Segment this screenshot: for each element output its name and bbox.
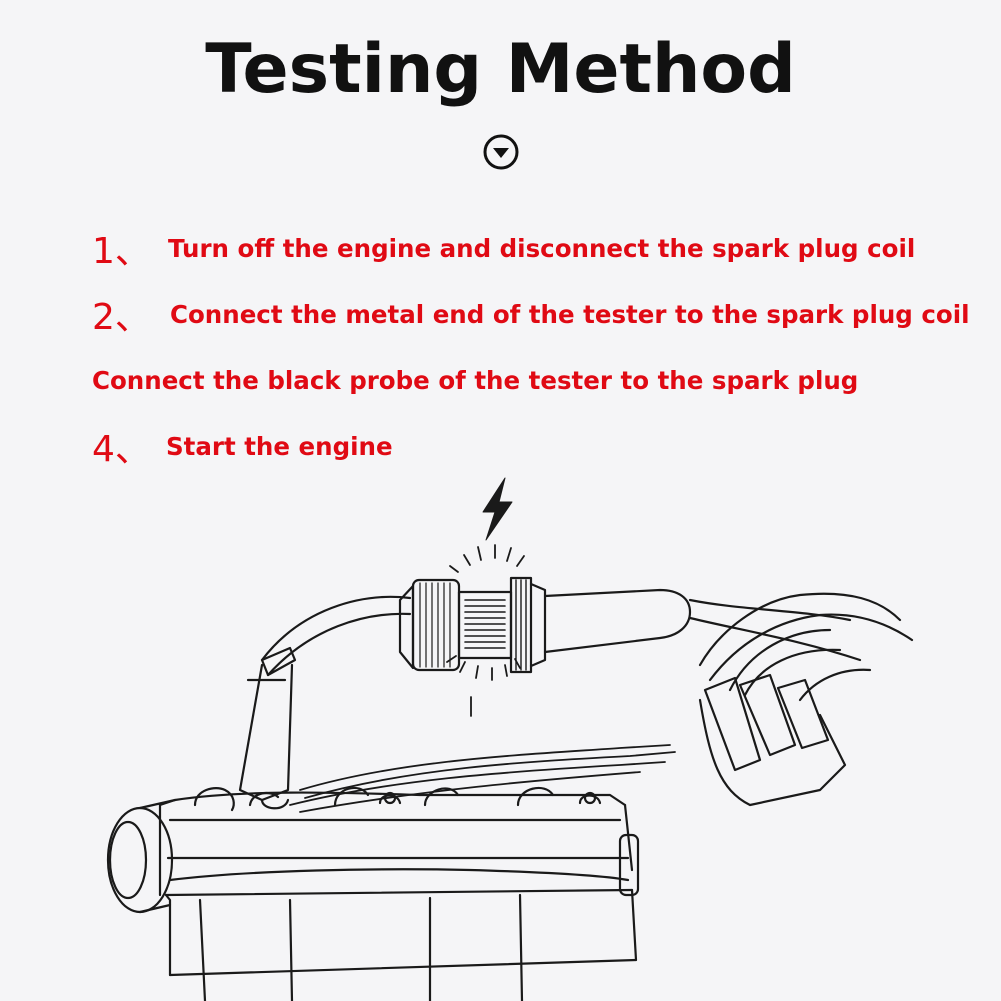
step-3-text: Connect the black probe of the tester to… bbox=[92, 365, 859, 395]
step-1-text: Turn off the engine and disconnect the s… bbox=[168, 233, 916, 263]
engine-wires bbox=[289, 744, 676, 813]
lightning-bolt-icon bbox=[482, 477, 513, 541]
engine-block bbox=[106, 786, 640, 1001]
step-4-text: Start the engine bbox=[166, 431, 393, 461]
step-1: 1、 Turn off the engine and disconnect th… bbox=[92, 228, 916, 272]
chevron-down-circle-icon bbox=[483, 134, 519, 170]
step-1-number: 1、 bbox=[92, 231, 151, 272]
ignition-cable bbox=[260, 595, 412, 662]
step-2-text: Connect the metal end of the tester to t… bbox=[170, 299, 970, 329]
page-title: Testing Method bbox=[205, 30, 796, 109]
step-4: 4、 Start the engine bbox=[92, 426, 393, 470]
step-2-number: 2、 bbox=[92, 297, 151, 338]
coil-wire-bundle bbox=[698, 592, 914, 807]
engine-tester-illustration bbox=[106, 477, 914, 1001]
coil-cable bbox=[543, 588, 692, 654]
spark-rays bbox=[446, 544, 525, 717]
step-2: 2、 Connect the metal end of the tester t… bbox=[92, 294, 970, 338]
step-3: Connect the black probe of the tester to… bbox=[92, 360, 858, 400]
spark-tester bbox=[398, 576, 547, 674]
step-4-number: 4、 bbox=[92, 429, 151, 470]
